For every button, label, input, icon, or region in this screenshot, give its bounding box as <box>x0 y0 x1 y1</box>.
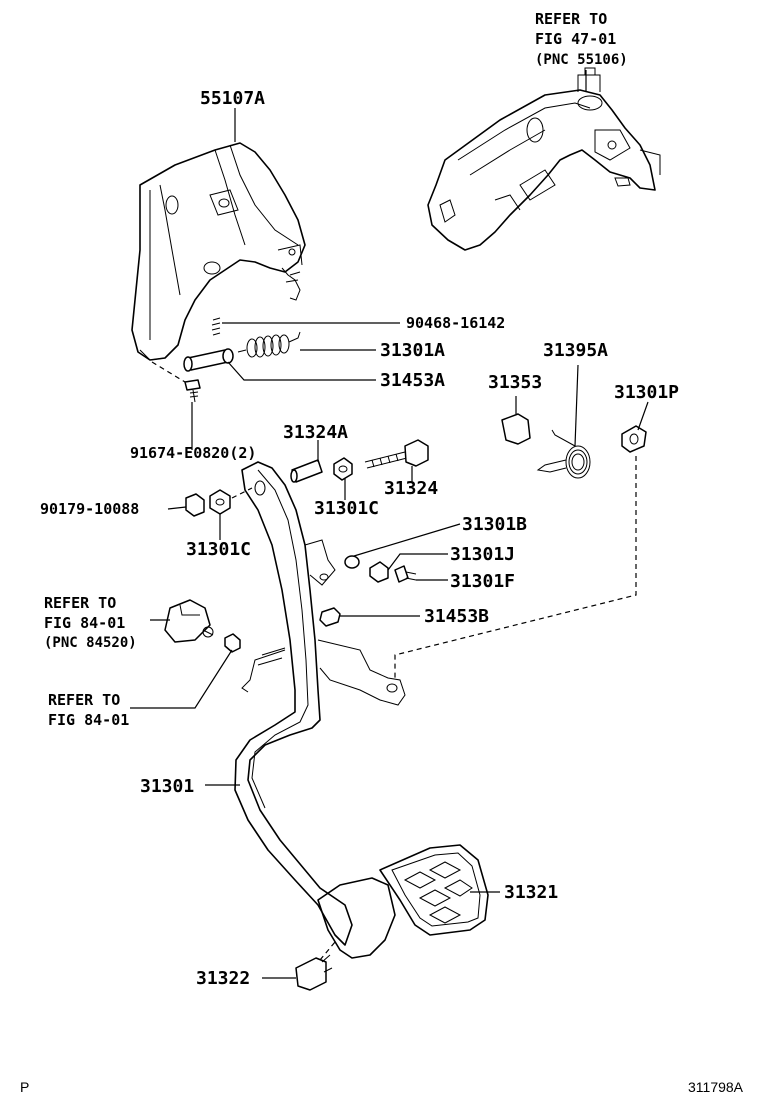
callout-31395a: 31395A <box>543 340 608 361</box>
callout-55107a: 55107A <box>200 88 265 109</box>
bolt-91674-dash <box>151 361 186 383</box>
callout-31353: 31353 <box>488 372 542 393</box>
bolt-31324-drawing <box>364 439 429 469</box>
mounting-bracket-drawing <box>427 67 661 251</box>
pin-31453b-drawing <box>319 607 341 627</box>
callout-31321: 31321 <box>504 882 558 903</box>
callout-31301b: 31301B <box>462 514 527 535</box>
callout-31301p: 31301P <box>614 382 679 403</box>
spring-31301a-drawing <box>237 331 301 358</box>
leader-lines <box>130 70 649 979</box>
bushing-31324a-drawing <box>290 459 323 483</box>
callout-31301c-left: 31301C <box>186 539 251 560</box>
ref-nut-line1: REFER TO <box>48 691 120 709</box>
callout-31453b: 31453B <box>424 606 489 627</box>
callout-90179-10088: 90179-10088 <box>40 500 139 518</box>
callout-31324a: 31324A <box>283 422 348 443</box>
callout-31301a: 31301A <box>380 340 445 361</box>
stopper-drawing <box>295 954 333 991</box>
collar-left-drawing <box>209 489 231 515</box>
callout-90468-16142: 90468-16142 <box>406 314 505 332</box>
callout-91674-e0820: 91674-E0820(2) <box>130 444 256 462</box>
pedal-arm-drawing <box>234 461 406 946</box>
callout-31301: 31301 <box>140 776 194 797</box>
cushion-31301b-drawing <box>344 555 360 569</box>
stopper-dash <box>319 941 336 961</box>
diagram-number: 311798A <box>688 1079 744 1095</box>
callout-31301f: 31301F <box>450 571 515 592</box>
return-spring-drawing <box>536 429 591 479</box>
callout-31301j: 31301J <box>450 544 515 565</box>
ref-nut-line2: FIG 84-01 <box>48 711 129 729</box>
callout-31301c: 31301C <box>314 498 379 519</box>
pin-31453a-drawing <box>183 348 234 372</box>
ref-top-line3: (PNC 55106) <box>535 52 628 68</box>
ref-switch-line2: FIG 84-01 <box>44 614 125 632</box>
shaft-dash <box>231 487 253 499</box>
callout-31322: 31322 <box>196 968 250 989</box>
ref-top-line1: REFER TO <box>535 10 607 28</box>
callout-31324: 31324 <box>384 478 438 499</box>
ref-switch-line3: (PNC 84520) <box>44 635 137 651</box>
stop-lamp-switch-drawing <box>164 599 214 643</box>
cap-31301p-drawing <box>621 425 647 453</box>
bolt-31301f-drawing <box>394 565 417 583</box>
corner-left-mark: P <box>20 1079 29 1095</box>
bracket-55107a-drawing <box>131 142 306 361</box>
ref-switch-line1: REFER TO <box>44 594 116 612</box>
collar-31301c-drawing <box>333 457 353 481</box>
clip-drawing <box>211 317 221 336</box>
cap-connection-dash <box>394 456 637 680</box>
ref-top-line2: FIG 47-01 <box>535 30 616 48</box>
nut-31301j-drawing <box>369 561 389 583</box>
clip-31353-drawing <box>501 413 531 445</box>
callout-31453a: 31453A <box>380 370 445 391</box>
switch-nut-drawing <box>224 633 241 653</box>
bolt-91674-drawing <box>184 379 201 403</box>
pedal-pad-drawing <box>317 844 489 959</box>
nut-90179-drawing <box>185 493 205 517</box>
